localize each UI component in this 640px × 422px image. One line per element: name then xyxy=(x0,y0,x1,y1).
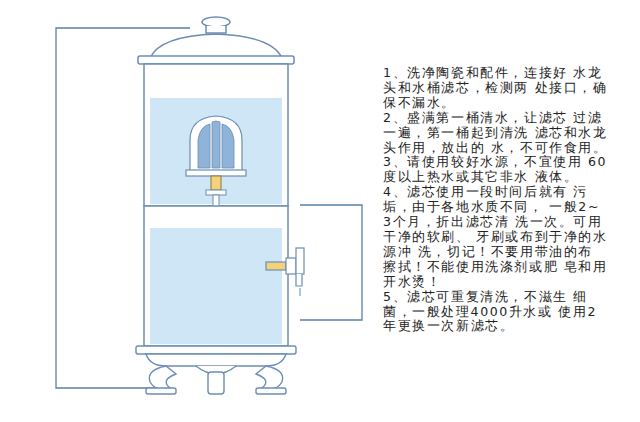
upper-water xyxy=(150,98,282,204)
upper-tank xyxy=(144,64,288,206)
lower-tank xyxy=(144,206,288,346)
faucet xyxy=(266,248,304,296)
instruction-step: 3、请使用较好水源，不宜使用 60度以上热水或其它非水 液体。 xyxy=(383,155,609,185)
instruction-step: 1、洗净陶瓷和配件，连接好 水龙头和水桶滤芯，检测两 处接口，确保不漏水。 xyxy=(383,66,609,111)
instruction-step: 2、盛满第一桶清水，让滤芯 过滤一遍，第一桶起到清洗 滤芯和水龙头作用，放出的 … xyxy=(383,111,609,156)
guide-line xyxy=(300,205,362,320)
base-stand xyxy=(136,346,296,394)
filter-element xyxy=(186,116,246,218)
instruction-step: 4、滤芯使用一段时间后就有 污垢，由于各地水质不同， 一般2~3个月，折出滤芯清… xyxy=(383,185,609,289)
instruction-notes: 1、洗净陶瓷和配件，连接好 水龙头和水桶滤芯，检测两 处接口，确保不漏水。2、盛… xyxy=(383,66,609,334)
lid xyxy=(138,17,294,64)
instruction-step: 5、滤芯可重复清洗，不滋生 细菌，一般处理4000升水或 使用2年更换一次新滤芯… xyxy=(383,290,609,335)
lower-water xyxy=(150,228,282,344)
